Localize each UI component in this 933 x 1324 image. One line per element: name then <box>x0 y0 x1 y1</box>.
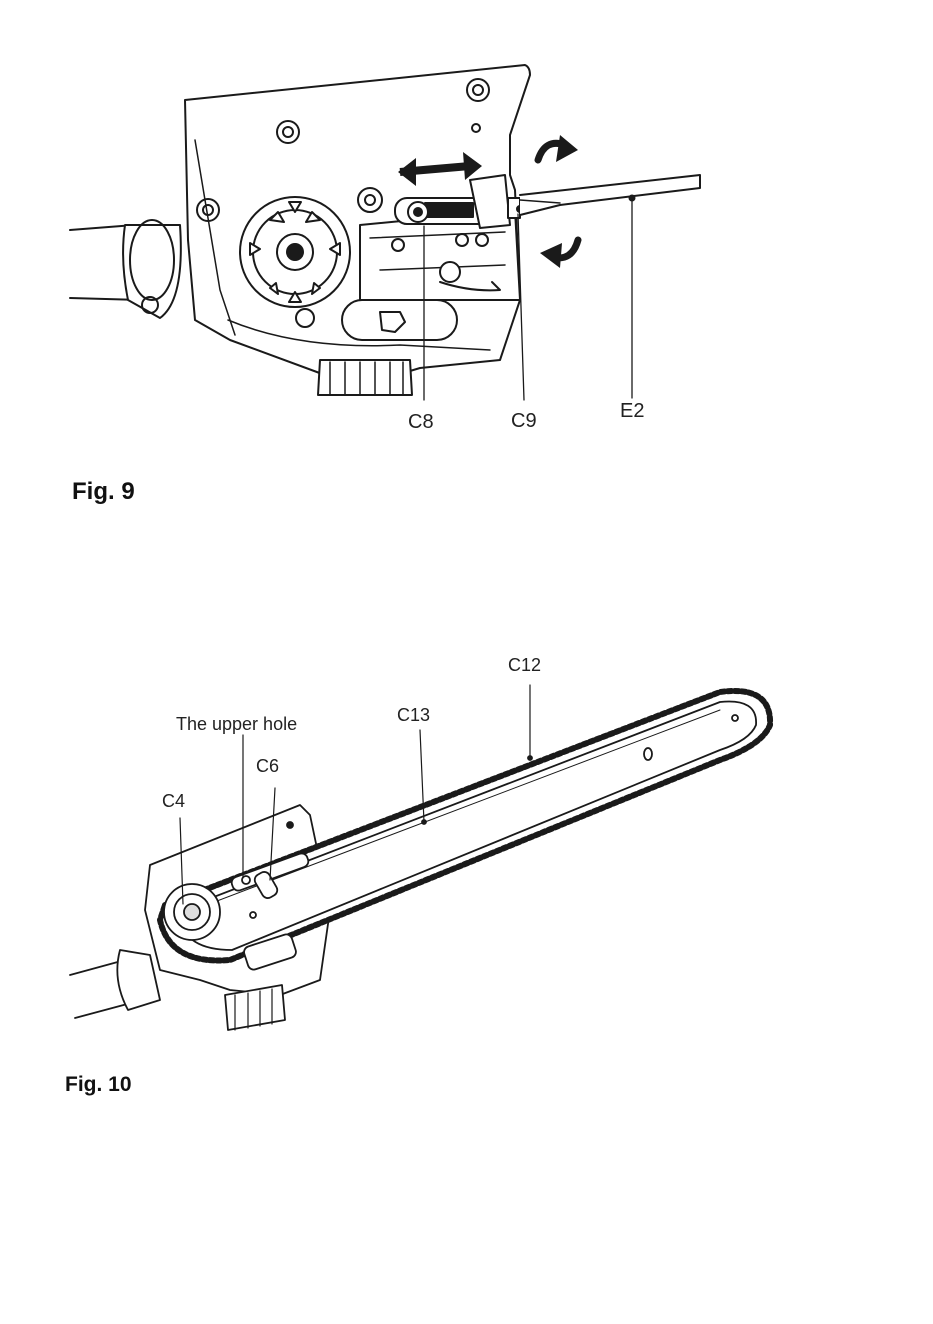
figure-10-caption: Fig. 10 <box>65 1073 132 1097</box>
callout-c13: C13 <box>397 705 430 726</box>
callout-c12: C12 <box>508 655 541 676</box>
callout-c9: C9 <box>511 410 537 433</box>
callout-c8: C8 <box>408 411 434 434</box>
callout-c4: C4 <box>162 791 185 812</box>
callout-e2: E2 <box>620 400 644 423</box>
callout-c6: C6 <box>256 756 279 777</box>
callout-upper-hole: The upper hole <box>176 714 297 735</box>
figure-9-illustration <box>0 0 933 470</box>
figure-9-caption: Fig. 9 <box>72 478 135 506</box>
figure-10-illustration <box>0 650 933 1070</box>
